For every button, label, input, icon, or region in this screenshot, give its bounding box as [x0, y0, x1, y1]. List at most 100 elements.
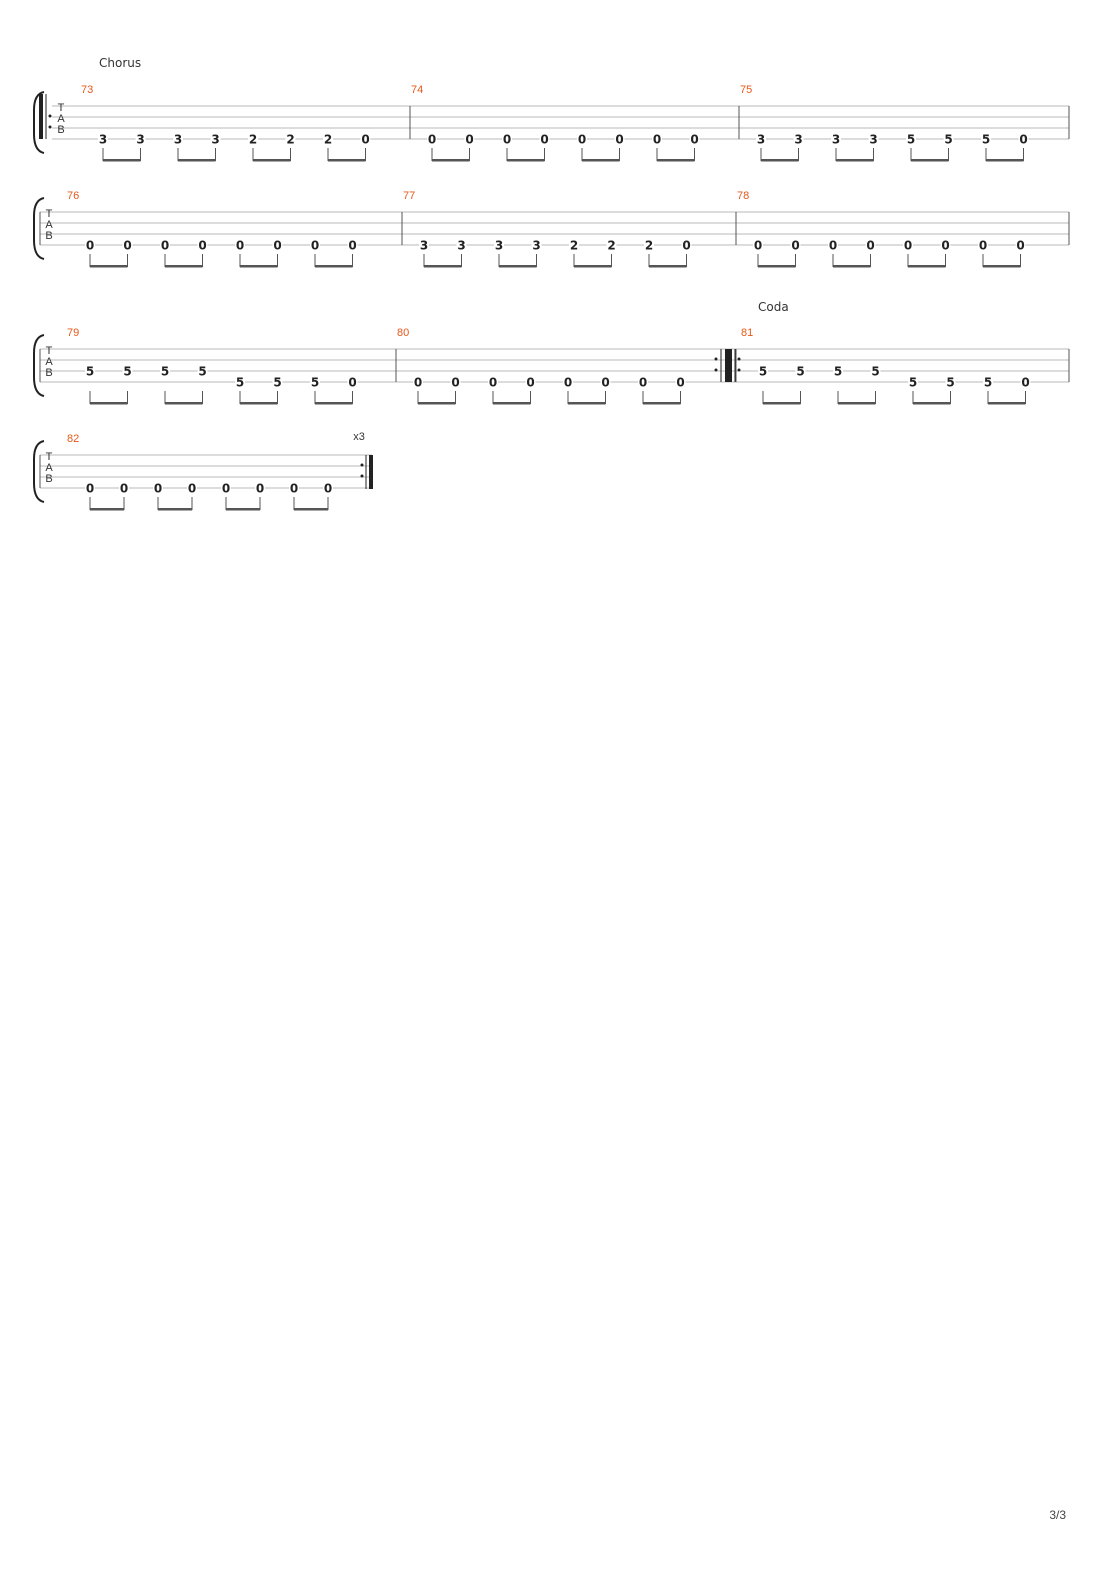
fret-background: [833, 365, 843, 377]
fret-background: [644, 239, 654, 251]
fret-number: 0: [829, 239, 837, 253]
fret-background: [85, 365, 95, 377]
repeat-thick-bar: [725, 349, 732, 382]
fret-background: [197, 239, 208, 251]
eighth-beam: [328, 159, 366, 162]
repeat-start-thick-bar: [39, 94, 43, 139]
tab-clef-letter: B: [45, 367, 52, 379]
fret-number: 0: [236, 239, 244, 253]
fret-number: 0: [979, 239, 987, 253]
fret-background: [85, 239, 95, 251]
eighth-beam: [838, 402, 876, 405]
eighth-beam: [165, 265, 203, 268]
fret-background: [868, 133, 879, 145]
eighth-beam: [226, 508, 260, 511]
fret-number: 0: [653, 133, 661, 147]
fret-number: 2: [645, 239, 653, 253]
eighth-beam: [178, 159, 216, 162]
fret-number: 0: [540, 133, 548, 147]
bar-number: 82: [67, 433, 79, 445]
bar-number: 77: [403, 190, 415, 202]
fret-number: 0: [1016, 239, 1024, 253]
fret-number: 0: [123, 239, 131, 253]
fret-background: [790, 239, 801, 251]
repeat-dot: [714, 368, 718, 372]
fret-background: [272, 376, 283, 388]
fret-background: [793, 133, 804, 145]
fret-background: [614, 133, 625, 145]
fret-number: 2: [249, 133, 257, 147]
repeat-dot: [360, 463, 364, 467]
fret-background: [906, 133, 916, 145]
fret-number: 5: [796, 365, 804, 379]
fret-number: 0: [451, 376, 459, 390]
fret-background: [681, 239, 692, 251]
fret-number: 0: [866, 239, 874, 253]
eighth-beam: [761, 159, 799, 162]
fret-background: [413, 376, 423, 388]
fret-background: [85, 482, 95, 494]
fret-number: 0: [161, 239, 169, 253]
fret-background: [689, 133, 700, 145]
fret-background: [323, 133, 333, 145]
fret-background: [347, 239, 358, 251]
fret-number: 0: [690, 133, 698, 147]
fret-background: [255, 482, 265, 494]
fret-background: [1015, 239, 1026, 251]
fret-number: 2: [607, 239, 615, 253]
fret-background: [235, 376, 245, 388]
fret-background: [828, 239, 838, 251]
eighth-beam: [833, 265, 871, 268]
fret-number: 0: [120, 482, 128, 496]
fret-number: 5: [982, 133, 990, 147]
fret-number: 0: [273, 239, 281, 253]
bar-number: 74: [411, 84, 423, 96]
tab-clef-letter: B: [45, 230, 52, 242]
fret-number: 0: [941, 239, 949, 253]
eighth-beam: [294, 508, 328, 511]
fret-background: [940, 239, 951, 251]
brace: [33, 334, 45, 397]
fret-background: [187, 482, 197, 494]
fret-number: 0: [904, 239, 912, 253]
fret-background: [563, 376, 573, 388]
eighth-beam: [493, 402, 531, 405]
tab-clef-letter: A: [57, 113, 65, 125]
fret-number: 5: [123, 365, 131, 379]
eighth-beam: [90, 265, 128, 268]
fret-number: 0: [791, 239, 799, 253]
eighth-beam: [315, 402, 353, 405]
fret-background: [903, 239, 913, 251]
bar-number: 73: [81, 84, 93, 96]
repeat-thick-bar: [369, 455, 373, 489]
brace: [33, 197, 45, 260]
eighth-beam: [758, 265, 796, 268]
eighth-beam: [418, 402, 456, 405]
fret-background: [235, 239, 245, 251]
fret-background: [908, 376, 918, 388]
tab-clef-letter: T: [58, 102, 65, 114]
eighth-beam: [240, 402, 278, 405]
fret-background: [289, 482, 299, 494]
fret-number: 0: [188, 482, 196, 496]
fret-number: 0: [465, 133, 473, 147]
fret-number: 0: [348, 239, 356, 253]
fret-background: [606, 239, 617, 251]
repeat-dot: [737, 368, 741, 372]
fret-number: 5: [198, 365, 206, 379]
fret-number: 5: [236, 376, 244, 390]
fret-number: 0: [489, 376, 497, 390]
fret-number: 0: [639, 376, 647, 390]
fret-number: 0: [578, 133, 586, 147]
fret-number: 2: [570, 239, 578, 253]
repeat-dot: [737, 357, 741, 361]
fret-background: [652, 133, 662, 145]
fret-background: [600, 376, 611, 388]
fret-number: 3: [174, 133, 182, 147]
fret-background: [153, 482, 163, 494]
